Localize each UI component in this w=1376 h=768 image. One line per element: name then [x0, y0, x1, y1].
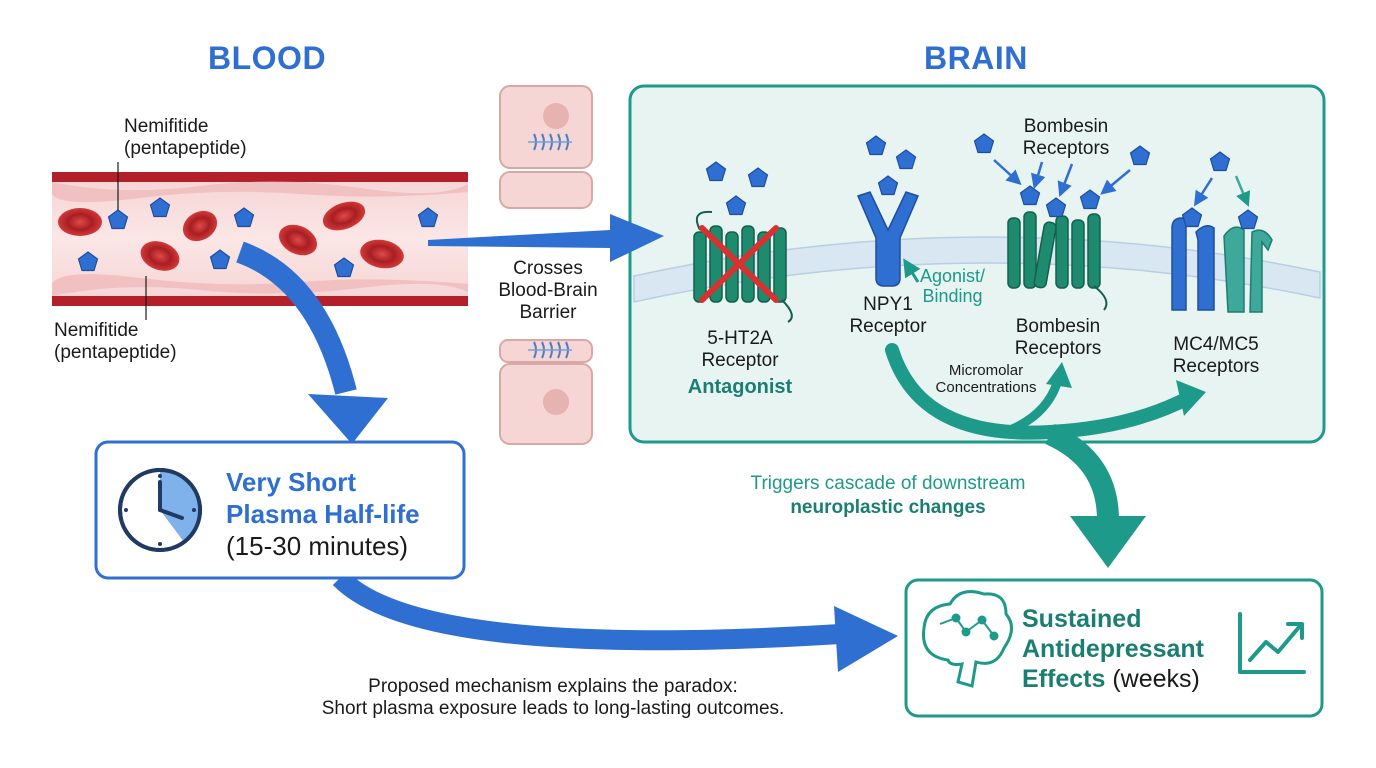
- nemifitide-label-bottom: Nemifitide (pentapeptide): [54, 320, 177, 363]
- effects-arrow: [332, 570, 898, 672]
- effects-text: Sustained Antidepressant Effects (weeks): [1022, 605, 1204, 693]
- effects-box: [904, 578, 1324, 718]
- mc-label: MC4/MC5 Receptors: [1172, 334, 1260, 377]
- cross-bbb-arrow: [428, 214, 664, 262]
- brain-icon: [922, 590, 1013, 688]
- cascade-arrows: [885, 343, 1206, 568]
- down-arrow: [236, 241, 388, 444]
- blood-vessel: [52, 162, 468, 320]
- red-blood-cell: [58, 208, 102, 236]
- brain-header: BRAIN: [924, 40, 1028, 76]
- red-blood-cell: [360, 239, 404, 269]
- bombesin-label: Bombesin Receptors: [1014, 316, 1102, 359]
- npy1-receptor: [856, 135, 921, 287]
- agonist-binding-label: Agonist/ Binding: [920, 266, 986, 306]
- nemifitide-label-top: Nemifitide (pentapeptide): [124, 116, 247, 159]
- half-life-box: [94, 440, 466, 580]
- bombesin-top-label: Bombesin Receptors: [1022, 116, 1110, 159]
- blood-header: BLOOD: [208, 40, 327, 76]
- red-blood-cell: [322, 201, 366, 231]
- footer-text: Proposed mechanism explains the paradox:…: [321, 676, 785, 719]
- trend-chart-icon: [1238, 612, 1306, 674]
- red-blood-cell: [140, 241, 180, 271]
- ht2a-receptor: [693, 161, 793, 323]
- clock-icon: [118, 468, 202, 552]
- red-blood-cell: [278, 224, 318, 256]
- npy1-label: NPY1 Receptor: [849, 294, 927, 337]
- antagonist-label: Antagonist: [687, 376, 793, 398]
- micromolar-label: Micromolar Concentrations: [935, 362, 1037, 396]
- bbb-cells: [499, 85, 593, 445]
- bombesin-receptors: [973, 133, 1151, 311]
- bbb-label: Crosses Blood-Brain Barrier: [498, 258, 598, 324]
- half-life-text: Very Short Plasma Half-life (15-30 minut…: [226, 467, 420, 561]
- mc4-mc5-receptors: [1171, 151, 1273, 313]
- cascade-label: Triggers cascade of downstream neuroplas…: [750, 473, 1026, 518]
- red-blood-cell: [182, 210, 218, 242]
- ht2a-label: 5-HT2A Receptor: [701, 328, 779, 371]
- brain-panel: [628, 84, 1326, 444]
